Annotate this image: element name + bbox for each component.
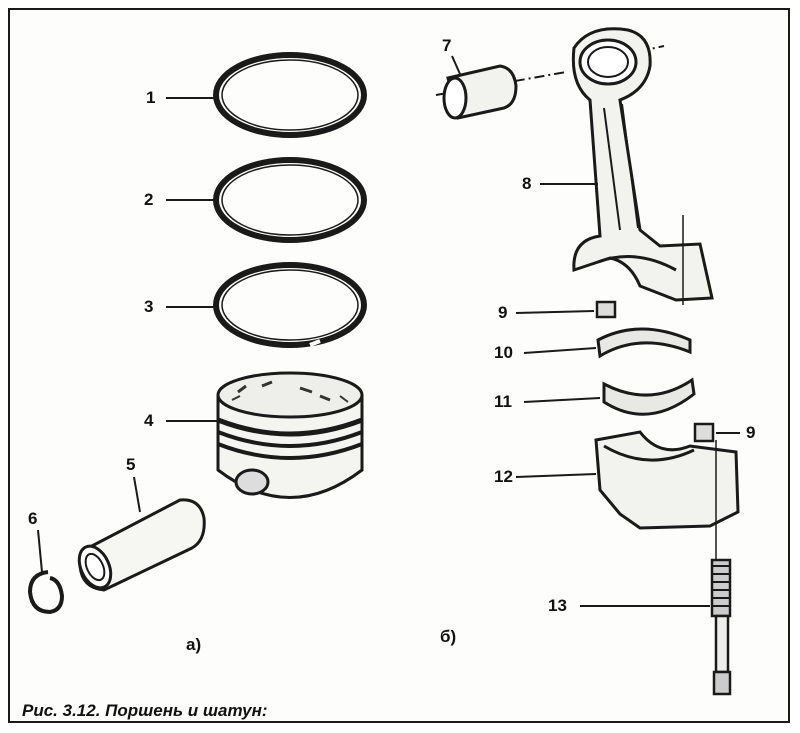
piston-ring-1: [213, 52, 367, 138]
connecting-rod: [571, 27, 714, 305]
rod-cap: [594, 430, 740, 560]
callout-12: 12: [494, 467, 513, 486]
callout-10: 10: [494, 343, 513, 362]
figure-caption: Рис. 3.12. Поршень и шатун:: [22, 701, 268, 720]
piston-ring-2: [213, 157, 367, 243]
circlip: [27, 570, 65, 615]
subfigure-label-a: а): [186, 635, 202, 654]
bearing-shell-upper: [596, 327, 692, 359]
callout-3: 3: [144, 297, 154, 316]
callout-9-lower: 9: [746, 423, 756, 442]
dowel-bush-upper: [595, 300, 617, 319]
rod-bolt: [710, 558, 732, 696]
callout-4: 4: [144, 411, 154, 430]
callout-11: 11: [494, 392, 512, 411]
callout-7: 7: [442, 36, 452, 55]
bushing: [435, 64, 567, 120]
piston: [216, 371, 364, 499]
callout-9-upper: 9: [498, 303, 508, 322]
leader-lines: [37, 55, 740, 607]
callout-2: 2: [144, 190, 154, 209]
callout-13: 13: [548, 596, 567, 615]
piston-ring-3: [213, 262, 367, 348]
dowel-bush-lower: [693, 422, 715, 443]
subfigure-label-b: б): [440, 627, 457, 646]
callout-1: 1: [146, 88, 156, 107]
bearing-shell-lower: [602, 377, 696, 416]
figure-frame: [8, 8, 790, 723]
callout-6: 6: [28, 509, 38, 528]
callout-5: 5: [126, 455, 136, 474]
piston-pin: [77, 498, 206, 592]
callout-8: 8: [522, 174, 532, 193]
